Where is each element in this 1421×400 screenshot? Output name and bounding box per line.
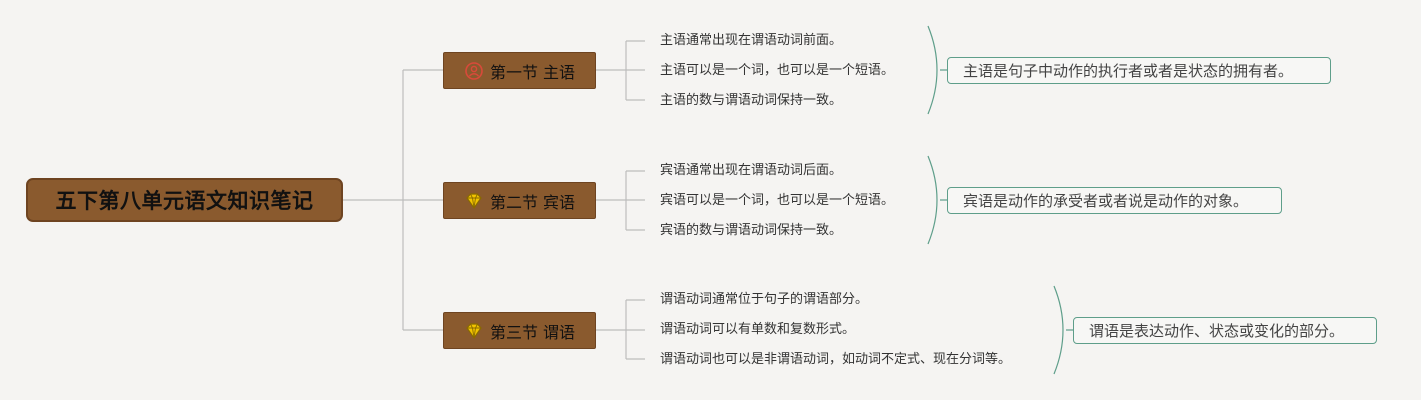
root-topic[interactable]: 五下第八单元语文知识笔记 xyxy=(26,178,343,222)
summary-brace-1 xyxy=(927,25,938,115)
list-item[interactable]: 谓语动词通常位于句子的谓语部分。 xyxy=(660,292,869,307)
section-subject[interactable]: 第一节 主语 xyxy=(443,52,596,89)
person-badge-icon xyxy=(464,61,484,81)
list-item[interactable]: 谓语动词也可以是非谓语动词，如动词不定式、现在分词等。 xyxy=(660,352,1012,367)
summary-note[interactable]: 谓语是表达动作、状态或变化的部分。 xyxy=(1073,317,1377,344)
list-item[interactable]: 主语可以是一个词，也可以是一个短语。 xyxy=(660,63,895,78)
section-object[interactable]: 第二节 宾语 xyxy=(443,182,596,219)
section-title: 第一节 主语 xyxy=(489,62,576,82)
section-title: 第三节 谓语 xyxy=(489,322,576,342)
summary-brace-2 xyxy=(927,155,938,245)
list-item[interactable]: 宾语可以是一个词，也可以是一个短语。 xyxy=(660,193,895,208)
diamond-icon xyxy=(464,321,484,341)
list-item[interactable]: 主语通常出现在谓语动词前面。 xyxy=(660,33,843,48)
summary-brace-3 xyxy=(1053,285,1064,375)
root-title: 五下第八单元语文知识笔记 xyxy=(55,189,314,213)
list-item[interactable]: 宾语的数与谓语动词保持一致。 xyxy=(660,223,843,238)
list-item[interactable]: 宾语通常出现在谓语动词后面。 xyxy=(660,163,843,178)
diamond-icon xyxy=(464,191,484,211)
section-title: 第二节 宾语 xyxy=(489,192,576,212)
list-item[interactable]: 谓语动词可以有单数和复数形式。 xyxy=(660,322,856,337)
summary-note[interactable]: 主语是句子中动作的执行者或者是状态的拥有者。 xyxy=(947,57,1331,84)
list-item[interactable]: 主语的数与谓语动词保持一致。 xyxy=(660,93,843,108)
section-predicate[interactable]: 第三节 谓语 xyxy=(443,312,596,349)
summary-note[interactable]: 宾语是动作的承受者或者说是动作的对象。 xyxy=(947,187,1282,214)
